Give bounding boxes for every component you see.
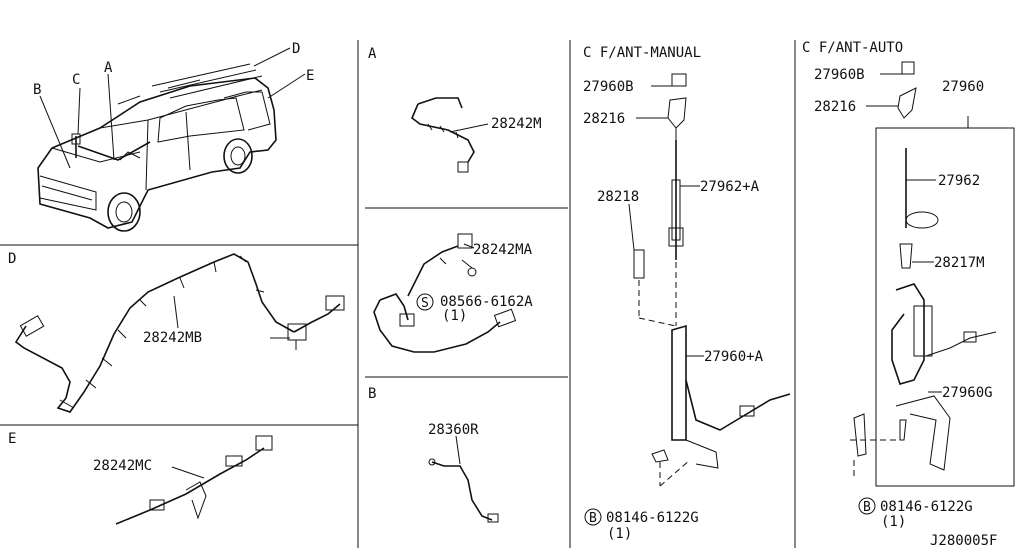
part-27962a: 27962+A: [700, 179, 760, 195]
harness-28242mb: [14, 253, 345, 413]
panel-c-auto-title: C F/ANT-AUTO: [802, 40, 903, 56]
part-28216-manual: 28216: [583, 111, 625, 127]
harness-28242m: [411, 97, 475, 173]
panel-dividers: [0, 40, 796, 548]
part-28242mb: 28242MB: [143, 330, 202, 346]
panel-c-manual-title: C F/ANT-MANUAL: [583, 45, 701, 61]
bolt-symbol-b-auto: B: [863, 500, 871, 515]
panel-a-letter: A: [368, 46, 377, 62]
vehicle-label-e: E: [306, 68, 314, 84]
part-27960b-manual: 27960B: [583, 79, 634, 95]
vehicle-label-b: B: [33, 82, 41, 98]
vehicle-label-d: D: [292, 41, 300, 57]
bolt-08146-6122g-manual: 08146-6122G: [606, 510, 699, 526]
panel-b-letter: B: [368, 386, 376, 402]
part-28360r: 28360R: [428, 422, 479, 438]
panel-e-letter: E: [8, 431, 16, 447]
antenna-manual: [633, 73, 791, 487]
part-27960a: 27960+A: [704, 349, 764, 365]
part-28216-auto: 28216: [814, 99, 856, 115]
part-27960b-auto: 27960B: [814, 67, 865, 83]
part-28217m: 28217M: [934, 255, 985, 271]
panel-d-letter: D: [8, 251, 16, 267]
bolt-symbol-b-manual: B: [589, 511, 597, 526]
vehicle-label-c: C: [72, 72, 80, 88]
vehicle-illustration: [37, 47, 306, 232]
part-27960: 27960: [942, 79, 984, 95]
diagram-code: J280005F: [930, 533, 997, 549]
part-27960g: 27960G: [942, 385, 993, 401]
harness-28242ma: [373, 233, 517, 353]
vehicle-label-a: A: [104, 60, 113, 76]
part-28242ma: 28242MA: [473, 242, 533, 258]
bolt-qty-manual: (1): [607, 526, 632, 542]
bolt-qty-auto: (1): [881, 514, 906, 530]
bolt-symbol-s: S: [421, 296, 429, 311]
bolt-qty-a: (1): [442, 308, 467, 324]
part-28242m: 28242M: [491, 116, 542, 132]
harness-28242mc: [115, 435, 273, 525]
harness-28360r: [428, 458, 499, 523]
part-27962: 27962: [938, 173, 980, 189]
bolt-08146-6122g-auto: 08146-6122G: [880, 499, 973, 515]
antenna-auto: [850, 61, 1015, 487]
bolt-08566-6162a: 08566-6162A: [440, 294, 533, 310]
part-28218: 28218: [597, 189, 639, 205]
part-28242mc: 28242MC: [93, 458, 152, 474]
